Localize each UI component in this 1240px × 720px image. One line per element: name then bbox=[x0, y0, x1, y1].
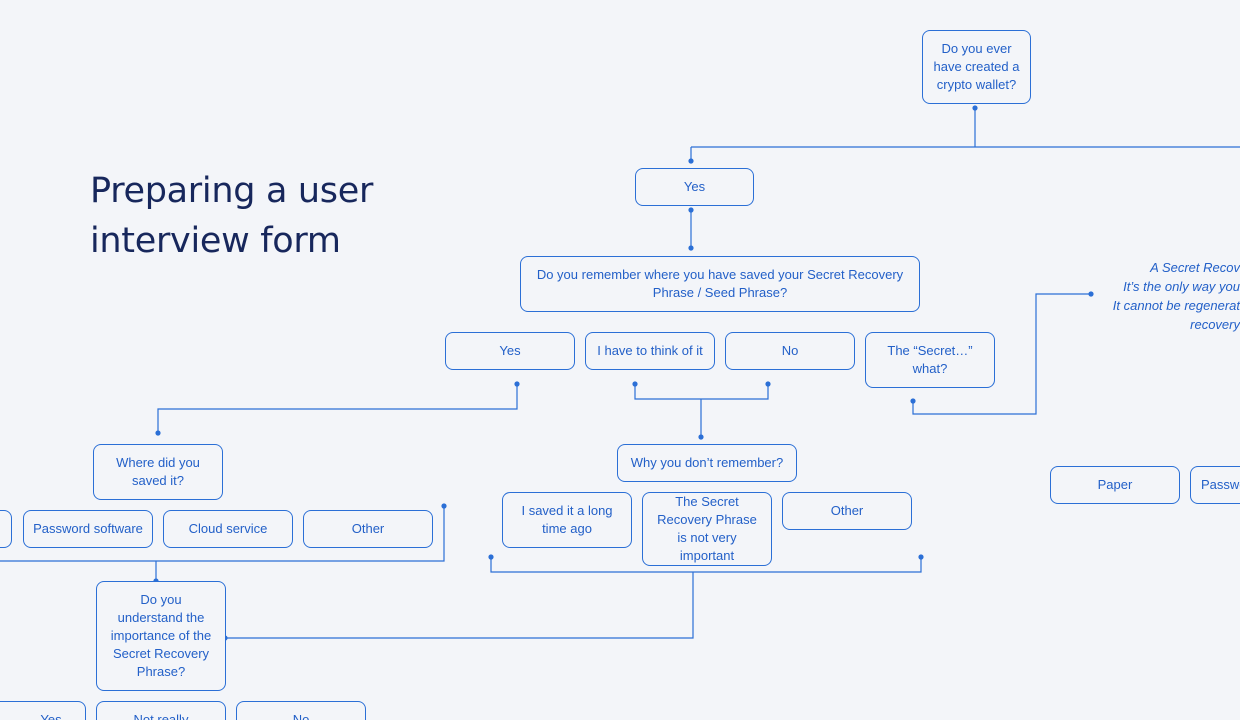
node-label: The “Secret…” what? bbox=[887, 343, 973, 376]
connector-dot bbox=[441, 503, 447, 509]
connector-dot bbox=[972, 105, 978, 111]
node-label: I saved it a long time ago bbox=[521, 503, 613, 536]
node-answer-yes-remember[interactable]: Yes bbox=[445, 332, 575, 370]
connector-wallet-split bbox=[690, 108, 1240, 161]
node-label: Yes bbox=[499, 343, 521, 358]
node-answer-other-why[interactable]: Other bbox=[782, 492, 912, 530]
node-answer-paper[interactable]: Paper bbox=[1050, 466, 1180, 504]
explanation-note: A Secret Recov It’s the only way you It … bbox=[1098, 258, 1240, 334]
node-answer-other-where[interactable]: Other bbox=[303, 510, 433, 548]
node-answer-password-partial[interactable]: Passwo bbox=[1190, 466, 1240, 504]
node-answer-no-understand[interactable]: No bbox=[236, 701, 366, 720]
note-line: It cannot be regenerat bbox=[1112, 298, 1240, 313]
connector-dot bbox=[765, 381, 771, 387]
connector-dot bbox=[698, 434, 704, 440]
node-where-question[interactable]: Where did you saved it? bbox=[93, 444, 223, 500]
node-label: Do you ever have created a crypto wallet… bbox=[933, 41, 1020, 92]
connector-dot bbox=[688, 207, 694, 213]
node-label: Why you don’t remember? bbox=[630, 455, 784, 470]
node-answer-think[interactable]: I have to think of it bbox=[585, 332, 715, 370]
node-remember-question[interactable]: Do you remember where you have saved you… bbox=[520, 256, 920, 312]
connector-dot bbox=[1088, 291, 1094, 297]
connector-why-answers bbox=[225, 557, 922, 639]
note-line: It’s the only way you bbox=[1123, 279, 1240, 294]
connector-dot bbox=[488, 554, 494, 560]
connector-where-answers bbox=[0, 506, 445, 581]
node-wallet-question[interactable]: Do you ever have created a crypto wallet… bbox=[922, 30, 1031, 104]
node-label: Other bbox=[351, 521, 385, 536]
note-line: A Secret Recov bbox=[1150, 260, 1240, 275]
node-label: Where did you saved it? bbox=[116, 455, 200, 488]
node-label: Not really bbox=[133, 712, 189, 720]
node-label: No bbox=[292, 712, 310, 720]
node-answer-long-ago[interactable]: I saved it a long time ago bbox=[502, 492, 632, 548]
node-answer-cloud-service[interactable]: Cloud service bbox=[163, 510, 293, 548]
connector-dot bbox=[632, 381, 638, 387]
page-title: Preparing a user interview form bbox=[90, 171, 374, 261]
node-answer-yes-wallet[interactable]: Yes bbox=[635, 168, 754, 206]
node-label: The Secret Recovery Phrase is not very i… bbox=[657, 494, 757, 563]
node-answer-secret-what[interactable]: The “Secret…” what? bbox=[865, 332, 995, 388]
node-answer-password-software[interactable]: Password software bbox=[23, 510, 153, 548]
node-understand-question[interactable]: Do you understand the importance of the … bbox=[96, 581, 226, 691]
node-label: Other bbox=[830, 503, 864, 518]
connector-dot bbox=[688, 245, 694, 251]
node-answer-no-remember[interactable]: No bbox=[725, 332, 855, 370]
connector-dot bbox=[918, 554, 924, 560]
node-answer-partial-left[interactable] bbox=[0, 510, 12, 548]
node-label: I have to think of it bbox=[597, 343, 703, 358]
node-answer-not-important[interactable]: The Secret Recovery Phrase is not very i… bbox=[642, 492, 772, 566]
connector-secret-note bbox=[912, 293, 1091, 415]
node-label: Do you understand the importance of the … bbox=[110, 592, 212, 679]
node-why-question[interactable]: Why you don’t remember? bbox=[617, 444, 797, 482]
note-line: recovery bbox=[1190, 317, 1240, 332]
connector-dot bbox=[688, 158, 694, 164]
node-label: Yes bbox=[683, 179, 706, 194]
node-label: Cloud service bbox=[188, 521, 268, 536]
connector-yes-where bbox=[157, 384, 518, 433]
connector-think-no-why bbox=[634, 384, 769, 437]
node-answer-yes-understand[interactable]: Yes bbox=[0, 701, 86, 720]
connector-dot bbox=[155, 430, 161, 436]
node-label: Yes bbox=[40, 712, 62, 720]
connector-dot bbox=[514, 381, 520, 387]
node-label: Do you remember where you have saved you… bbox=[536, 267, 904, 300]
node-label: Passwo bbox=[1201, 477, 1240, 492]
connector-dot bbox=[910, 398, 916, 404]
node-label: Password software bbox=[33, 521, 143, 536]
node-label: No bbox=[781, 343, 799, 358]
node-answer-not-really[interactable]: Not really bbox=[96, 701, 226, 720]
node-label: Paper bbox=[1097, 477, 1133, 492]
